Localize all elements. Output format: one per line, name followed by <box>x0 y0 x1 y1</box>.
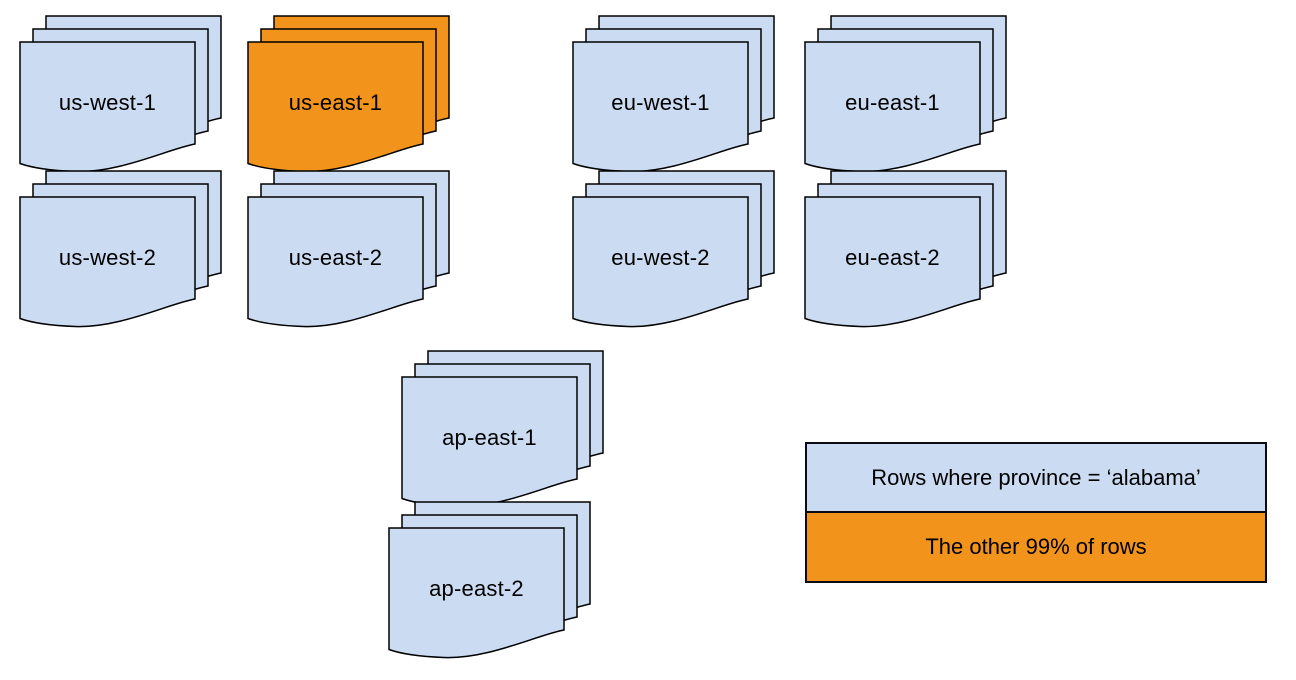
document-stack-icon <box>804 15 1007 173</box>
document-stack-icon <box>247 15 450 173</box>
legend-item-other-rows: The other 99% of rows <box>807 513 1265 581</box>
legend-item-label: The other 99% of rows <box>925 534 1147 559</box>
document-stack-icon <box>804 170 1007 328</box>
region-stack-eu-east-2: eu-east-2 <box>804 170 1007 328</box>
region-label: ap-east-2 <box>429 576 524 601</box>
region-stack-ap-east-2: ap-east-2 <box>388 501 591 659</box>
region-stack-eu-west-1: eu-west-1 <box>572 15 775 173</box>
document-stack-icon <box>572 170 775 328</box>
document-stack-icon <box>19 15 222 173</box>
document-stack-icon <box>19 170 222 328</box>
document-stack-icon <box>247 170 450 328</box>
region-label: us-west-2 <box>58 245 157 270</box>
region-label: eu-east-2 <box>845 245 940 270</box>
region-label: us-east-1 <box>288 90 383 115</box>
region-stack-us-west-2: us-west-2 <box>19 170 222 328</box>
legend-item-label: Rows where province = ‘alabama’ <box>871 464 1201 490</box>
legend-item-alabama-rows: Rows where province = ‘alabama’ <box>807 444 1265 513</box>
document-stack-icon <box>388 501 591 659</box>
region-stack-us-west-1: us-west-1 <box>19 15 222 173</box>
document-stack-icon <box>401 350 604 508</box>
region-stack-us-east-2: us-east-2 <box>247 170 450 328</box>
region-label: us-west-1 <box>58 90 157 115</box>
region-label: us-east-2 <box>288 245 383 270</box>
region-stack-us-east-1: us-east-1 <box>247 15 450 173</box>
region-label: eu-west-2 <box>611 245 710 270</box>
region-label: eu-east-1 <box>845 90 940 115</box>
document-stack-icon <box>572 15 775 173</box>
region-stack-eu-east-1: eu-east-1 <box>804 15 1007 173</box>
region-stack-eu-west-2: eu-west-2 <box>572 170 775 328</box>
legend: Rows where province = ‘alabama’ The othe… <box>805 442 1267 583</box>
region-label: eu-west-1 <box>611 90 710 115</box>
region-label: ap-east-1 <box>442 425 537 450</box>
region-stack-ap-east-1: ap-east-1 <box>401 350 604 508</box>
